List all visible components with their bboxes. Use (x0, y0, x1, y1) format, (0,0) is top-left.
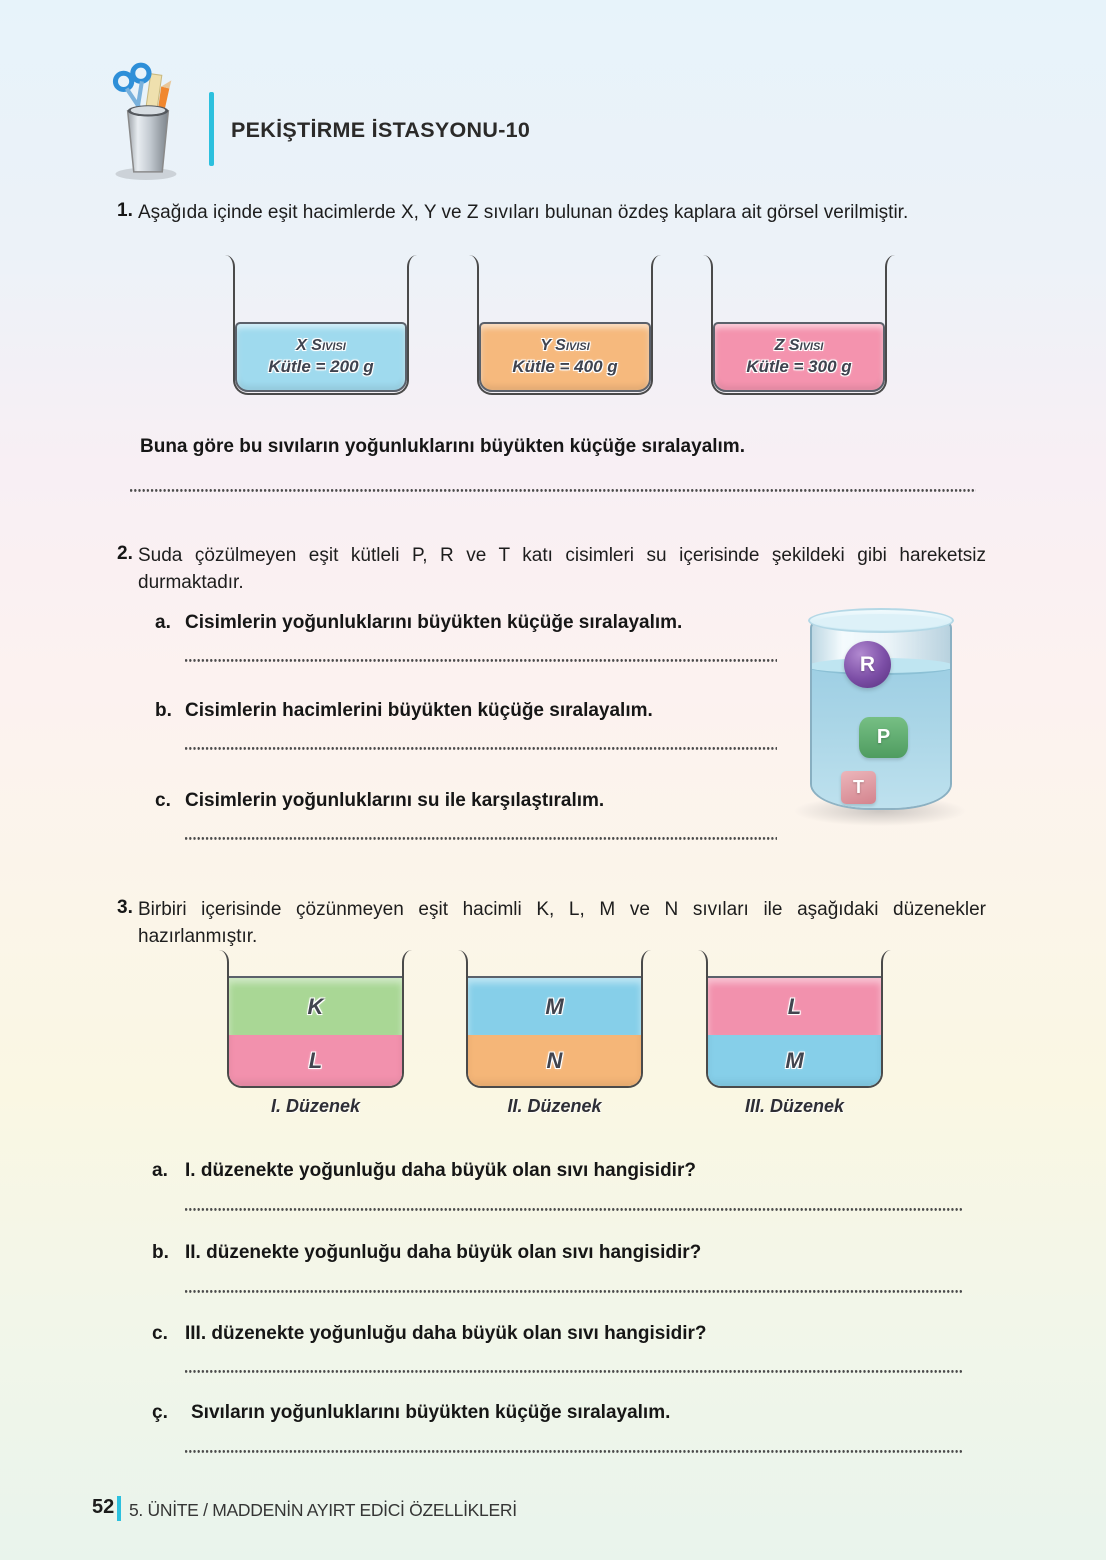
q3-item-a-letter: a. (152, 1160, 168, 1181)
object-p-cylinder: P (859, 717, 908, 758)
cylinder-rim-inner (817, 614, 945, 630)
liquid-stack: L M (708, 976, 881, 1086)
answer-line (185, 1450, 962, 1453)
footer-unit-title: 5. ÜNİTE / MADDENİN AYIRT EDİCİ ÖZELLİKL… (129, 1500, 517, 1520)
q2-item-a-letter: a. (155, 612, 171, 633)
footer-divider (117, 1496, 121, 1521)
liquid-y: Y Sıvısı Kütle = 400 g (479, 322, 651, 392)
beaker-body: K L (227, 963, 404, 1088)
q3-item-c-text: III. düzenekte yoğunluğu daha büyük olan… (185, 1323, 707, 1344)
beaker-lip-icon (402, 950, 413, 964)
beaker-body: X Sıvısı Kütle = 200 g (233, 268, 409, 395)
q2-statement: Suda çözülmeyen eşit kütleli P, R ve T k… (138, 545, 986, 593)
liquid-m2: M (708, 1035, 881, 1086)
title-accent-bar (209, 92, 214, 166)
q3-statement: Birbiri içerisinde çözünmeyen eşit hacim… (138, 899, 986, 947)
q1-statement: Aşağıda içinde eşit hacimlerde X, Y ve Z… (138, 202, 909, 223)
liquid-z: Z Sıvısı Kütle = 300 g (713, 322, 885, 392)
q3-item-a-text: I. düzenekte yoğunluğu daha büyük olan s… (185, 1160, 696, 1181)
q3-item-cc-letter: ç. (152, 1402, 168, 1423)
q2-number: 2. (117, 543, 133, 564)
q3-item-c-letter: c. (152, 1323, 168, 1344)
q2-item-a-text: Cisimlerin yoğunluklarını büyükten küçüğ… (185, 612, 683, 633)
beaker-lip-icon (224, 255, 235, 269)
answer-line (185, 837, 777, 840)
q2-item-b-letter: b. (155, 700, 172, 721)
object-r-label: R (859, 652, 876, 676)
object-t-label: T (853, 777, 864, 797)
q2-item-b-text: Cisimlerin hacimlerini büyükten küçüğe s… (185, 700, 653, 721)
beaker-body: Z Sıvısı Kütle = 300 g (711, 268, 887, 395)
beaker-lip-icon (641, 950, 652, 964)
liquid-stack: K L (229, 976, 402, 1086)
liquid-label: L (787, 993, 802, 1019)
q3-item-b-letter: b. (152, 1242, 169, 1263)
object-t-cube: T (841, 771, 876, 804)
q2-item-c-text: Cisimlerin yoğunluklarını su ile karşıla… (185, 790, 605, 811)
liquid-mass: Kütle = 300 g (746, 357, 852, 376)
water-cylinder-figure: P T R (794, 608, 966, 840)
beaker-x: X Sıvısı Kütle = 200 g (224, 255, 418, 395)
liquid-label: L (308, 1047, 323, 1073)
beaker-lip-icon (697, 950, 708, 964)
q1-number: 1. (117, 200, 133, 221)
beaker-body: M N (466, 963, 643, 1088)
liquid-l: L (229, 1035, 402, 1086)
liquid-label: N (546, 1047, 563, 1073)
liquid-mass: Kütle = 400 g (512, 357, 618, 376)
liquid-x: X Sıvısı Kütle = 200 g (235, 322, 407, 392)
answer-line (185, 659, 777, 662)
beaker-y: Y Sıvısı Kütle = 400 g (468, 255, 662, 395)
page-title: PEKİŞTİRME İSTASYONU-10 (231, 118, 531, 142)
q3-number: 3. (117, 897, 133, 918)
liquid-name: X Sıvısı (296, 337, 346, 354)
object-p-label: P (876, 726, 891, 748)
beaker-z: Z Sıvısı Kütle = 300 g (702, 255, 896, 395)
liquid-name: Z Sıvısı (774, 337, 824, 354)
beaker-body: L M (706, 963, 883, 1088)
setup-2-caption: II. Düzenek (507, 1096, 602, 1116)
liquid-l2: L (708, 978, 881, 1035)
glass-cylinder: P T R (810, 618, 952, 810)
setup-1-beaker: K L I. Düzenek (218, 950, 413, 1116)
beaker-lip-icon (702, 255, 713, 269)
liquid-stack: M N (468, 976, 641, 1086)
q2-item-c-letter: c. (155, 790, 171, 811)
q1-prompt: Buna göre bu sıvıların yoğunluklarını bü… (140, 436, 745, 457)
liquid-n: N (468, 1035, 641, 1086)
beaker-lip-icon (468, 255, 479, 269)
answer-line (185, 1208, 962, 1211)
beaker-lip-icon (651, 255, 662, 269)
object-r-sphere: R (844, 641, 891, 688)
liquid-label: M (545, 993, 564, 1019)
beaker-lip-icon (457, 950, 468, 964)
beaker-body: Y Sıvısı Kütle = 400 g (477, 268, 653, 395)
liquid-label: M (785, 1047, 804, 1073)
setup-2-beaker: M N II. Düzenek (457, 950, 652, 1116)
beaker-lip-icon (885, 255, 896, 269)
page-number: 52 (92, 1496, 115, 1518)
liquid-name: Y Sıvısı (540, 337, 590, 354)
liquid-k: K (229, 978, 402, 1035)
beaker-lip-icon (407, 255, 418, 269)
q3-item-cc-text: Sıvıların yoğunluklarını büyükten küçüğe… (191, 1402, 671, 1423)
liquid-label: K (307, 993, 324, 1019)
setup-1-caption: I. Düzenek (270, 1096, 361, 1116)
setup-3-caption: III. Düzenek (744, 1096, 845, 1116)
liquid-mass: Kütle = 200 g (268, 357, 374, 376)
answer-line (185, 1370, 962, 1373)
answer-line (130, 489, 976, 492)
cylinder-rim (808, 608, 954, 633)
answer-line (185, 747, 777, 750)
liquid-m: M (468, 978, 641, 1035)
answer-line (185, 1290, 962, 1293)
q3-item-b-text: II. düzenekte yoğunluğu daha büyük olan … (185, 1242, 702, 1263)
setup-3-beaker: L M III. Düzenek (697, 950, 892, 1116)
beaker-lip-icon (881, 950, 892, 964)
pencil-cup-icon (96, 58, 200, 185)
beaker-lip-icon (218, 950, 229, 964)
